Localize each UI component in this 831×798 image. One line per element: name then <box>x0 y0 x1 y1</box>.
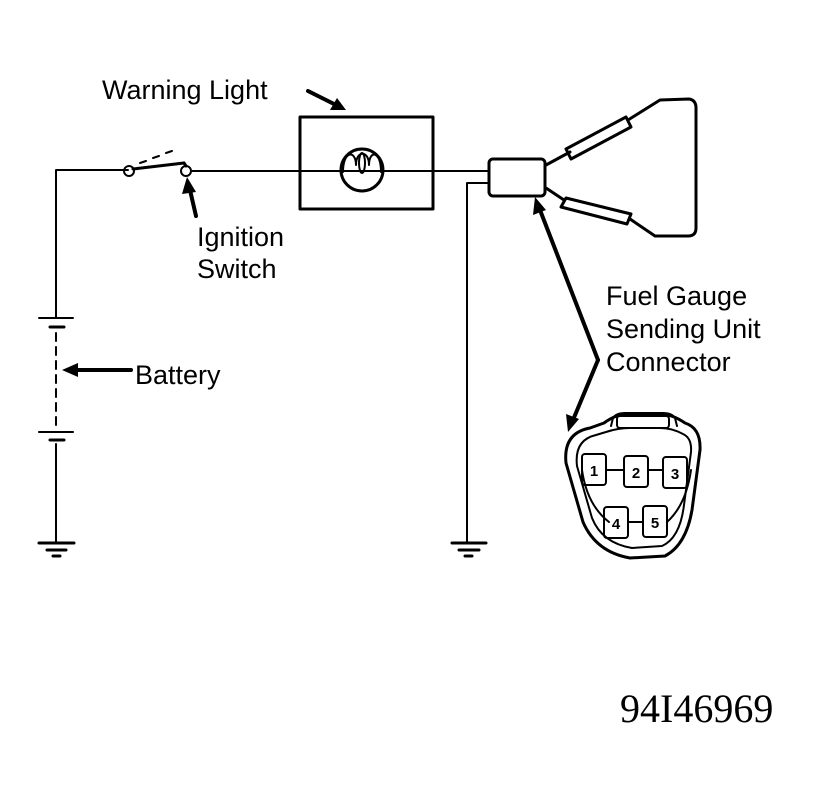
warning-light-arrow <box>306 89 346 110</box>
fuel-gauge-label-line3: Connector <box>606 347 731 377</box>
pin-label-5: 5 <box>651 515 659 532</box>
pin-label-2: 2 <box>632 465 640 482</box>
pin-2 <box>623 455 649 488</box>
fuel-gauge-label-line2: Sending Unit <box>606 314 761 344</box>
battery-label: Battery <box>135 360 221 390</box>
fuel-sending-unit <box>544 97 698 238</box>
ground-symbol-connector <box>450 541 488 558</box>
pin-label-4: 4 <box>612 516 621 533</box>
ignition-switch <box>123 150 192 177</box>
pin-label-3: 3 <box>671 466 679 483</box>
connector-block <box>487 157 547 198</box>
connector-double-arrow <box>533 197 600 432</box>
ignition-switch-label-line2: Switch <box>197 254 277 284</box>
battery-feed-wire <box>55 169 129 319</box>
pin-3 <box>662 456 688 489</box>
pin-label-1: 1 <box>590 463 598 480</box>
battery-arrow <box>62 363 133 377</box>
ignition-switch-label-line1: Ignition <box>197 222 284 252</box>
connector-face <box>564 412 702 560</box>
ground-symbol-battery <box>37 541 76 558</box>
warning-light <box>298 115 435 211</box>
connector-pins: 1 2 3 4 5 <box>581 453 688 539</box>
figure-id: 94I46969 <box>620 686 773 731</box>
battery-symbol <box>38 317 74 544</box>
warning-light-label: Warning Light <box>102 75 268 105</box>
ignition-switch-arrow <box>182 177 198 218</box>
ground-wire-connector <box>466 182 489 543</box>
fuel-gauge-label-line1: Fuel Gauge <box>606 281 747 311</box>
